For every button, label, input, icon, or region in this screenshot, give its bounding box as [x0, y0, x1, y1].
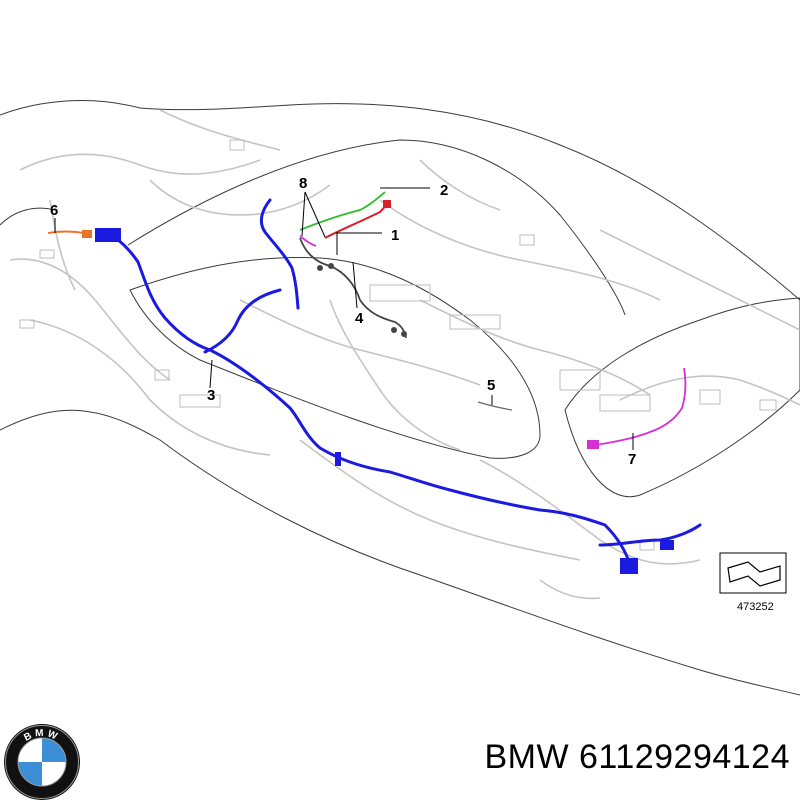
callout-8: 8	[299, 175, 307, 192]
arrow-icon	[727, 561, 781, 587]
reference-icon-box	[719, 552, 787, 594]
front-panel-line	[0, 207, 56, 226]
logo-lettering: BMW	[22, 728, 61, 744]
callout-4: 4	[355, 310, 364, 327]
main-harness-connectors	[95, 228, 674, 574]
callout-7: 7	[628, 451, 636, 468]
orange-harness	[47, 230, 85, 234]
roof-outline	[0, 100, 800, 301]
cabin-outline	[129, 257, 541, 459]
vehicle-body-outline	[0, 100, 800, 696]
small-harness	[477, 401, 513, 411]
magenta-harness-rear	[594, 367, 687, 446]
callout-1: 1	[391, 227, 399, 244]
callout-5: 5	[487, 377, 495, 394]
callout-2: 2	[440, 182, 448, 199]
callout-3: 3	[207, 387, 215, 404]
side-sill-line	[0, 409, 800, 696]
leader-lines	[54, 187, 634, 450]
orange-connector	[82, 230, 92, 238]
callout-6: 6	[50, 202, 58, 219]
bmw-logo: BMW	[4, 724, 80, 800]
dark-harness	[299, 237, 407, 339]
callout-labels: 8 2 1 4 3 5 6 7	[50, 175, 636, 468]
reference-number: 473252	[737, 601, 774, 613]
green-harness	[299, 191, 386, 231]
magenta-connector	[587, 440, 599, 449]
part-number-caption: BMW 61129294124	[484, 738, 790, 776]
windshield-outline	[127, 139, 626, 316]
main-harness	[106, 198, 702, 567]
red-connector	[383, 200, 391, 208]
dark-connectors	[317, 263, 407, 337]
background-connectors	[19, 139, 777, 551]
magenta-harness-front	[299, 235, 317, 247]
background-harness-network	[9, 109, 800, 600]
